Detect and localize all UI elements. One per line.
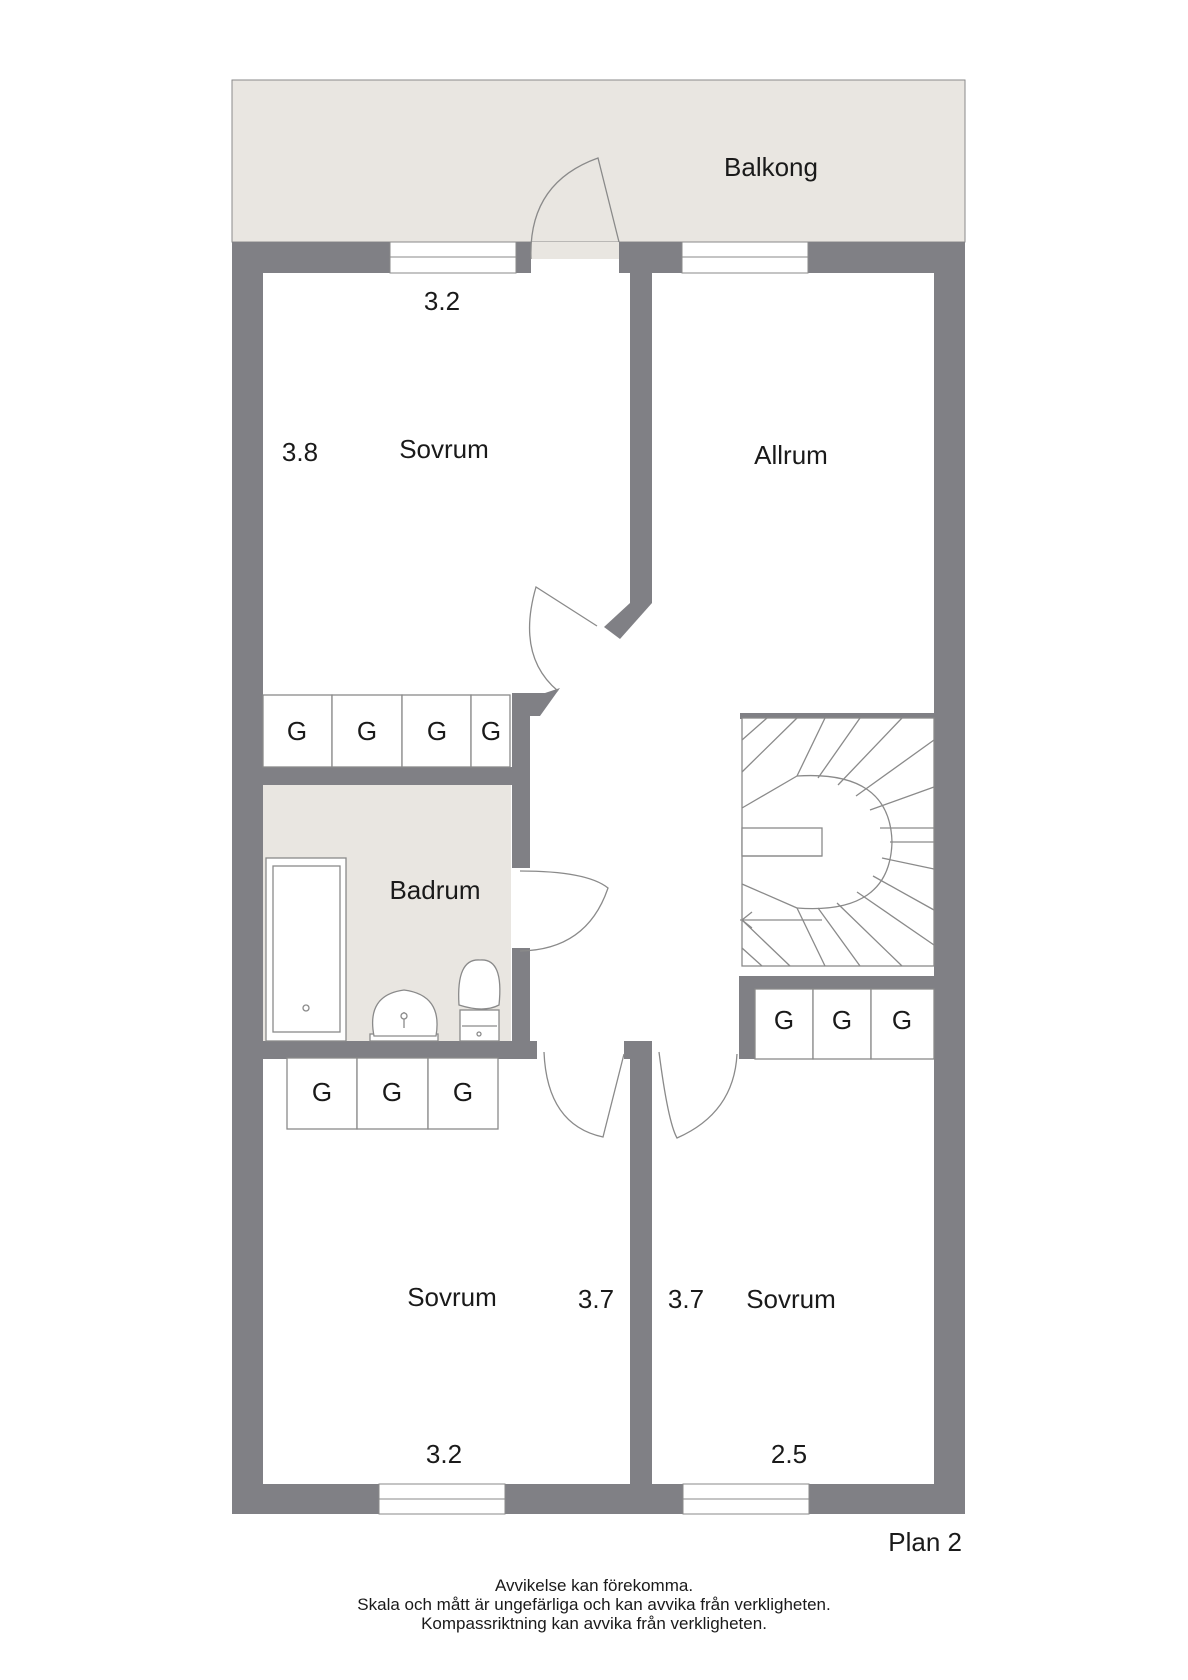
interior-walls [263,273,934,1484]
dimension-sovrum-bl-depth: 3.7 [578,1284,614,1314]
wardrobe-label: G [453,1077,473,1107]
dimension-sovrum-br-width: 2.5 [771,1439,807,1469]
wardrobe-labels: G G G G G G G G G G [287,716,912,1107]
disclaimer-line: Avvikelse kan förekomma. [494,1576,694,1595]
plan-title: Plan 2 [888,1527,962,1557]
wardrobe [754,988,814,1060]
wardrobe [427,1057,499,1130]
wardrobes-row-1 [262,694,511,768]
wardrobe [401,694,472,768]
room-labels: Balkong Sovrum Allrum Badrum Sovrum Sovr… [389,152,835,1314]
wardrobe-label: G [357,716,377,746]
wall-openings [378,241,810,1515]
disclaimer-line: Kompassriktning kan avvika från verkligh… [421,1614,767,1633]
dimension-labels: 3.2 3.8 3.7 3.2 3.7 2.5 [282,286,807,1469]
dimension-sovrum-top-width: 3.2 [424,286,460,316]
wardrobe-label: G [312,1077,332,1107]
room-label-sovrum-bottom-right: Sovrum [746,1284,836,1314]
room-label-sovrum-bottom-left: Sovrum [407,1282,497,1312]
room-label-balkong: Balkong [724,152,818,182]
room-label-allrum: Allrum [754,440,828,470]
toilet [458,959,501,1042]
wardrobe-label: G [427,716,447,746]
wardrobe-label: G [287,716,307,746]
wardrobe [870,988,935,1060]
wardrobe-label: G [382,1077,402,1107]
wardrobe [286,1057,358,1130]
dimension-sovrum-top-depth: 3.8 [282,437,318,467]
wardrobes-row-2 [754,988,935,1060]
wardrobe-label: G [481,716,501,746]
wardrobe-label: G [832,1005,852,1035]
wardrobes-row-3 [286,1057,499,1130]
wardrobe-label: G [774,1005,794,1035]
wardrobe [470,694,511,768]
bathtub [265,857,347,1042]
dimension-sovrum-br-depth: 3.7 [668,1284,704,1314]
disclaimer-line: Skala och mått är ungefärliga och kan av… [357,1595,831,1614]
doors [519,157,738,1139]
disclaimer: Avvikelse kan förekomma. Skala och mått … [0,1576,1188,1633]
room-label-badrum: Badrum [389,875,480,905]
dimension-sovrum-bl-width: 3.2 [426,1439,462,1469]
wardrobe [331,694,403,768]
staircase [740,717,935,967]
wardrobe [262,694,333,768]
wardrobe [812,988,872,1060]
wardrobe-label: G [892,1005,912,1035]
room-label-sovrum-top: Sovrum [399,434,489,464]
sink [369,989,439,1042]
